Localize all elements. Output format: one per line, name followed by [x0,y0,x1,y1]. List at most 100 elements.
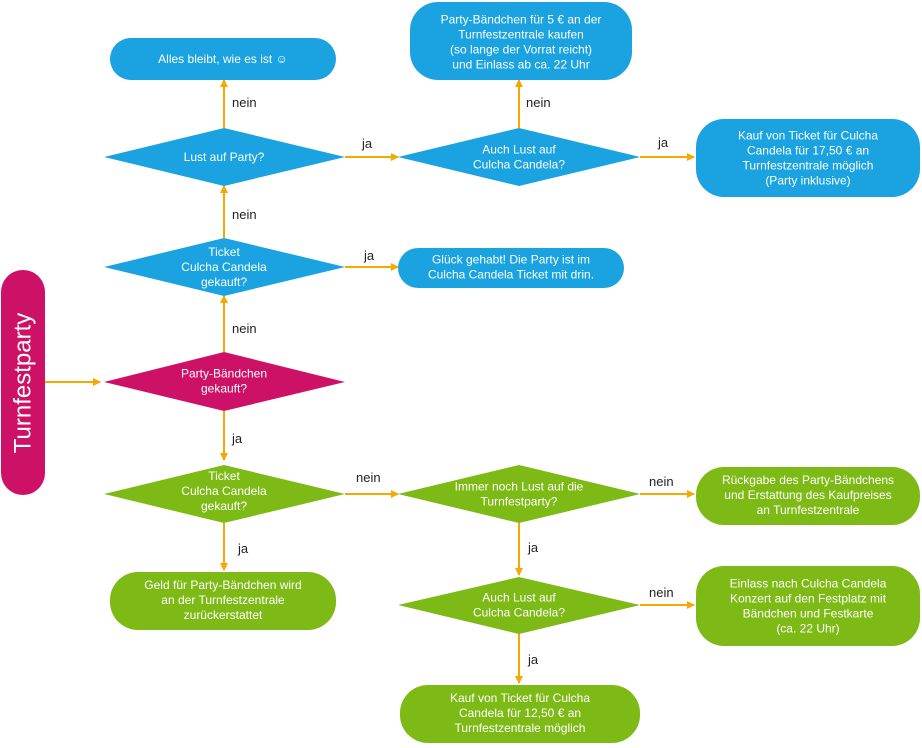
edge-label-ja: ja [527,540,539,555]
edge-labels: nein nein nein ja ja ja ja nein ja nein … [231,95,674,667]
entry-result-box [696,566,920,646]
label-line: (Party inklusive) [765,174,850,188]
edge-label-ja: ja [363,248,375,263]
edge-label-nein: nein [356,470,381,485]
still-diamond [398,465,640,523]
edge-label-nein: nein [649,585,674,600]
label-line: Lust auf Party? [184,150,265,164]
side-label: Turnfestparty [1,270,45,495]
label-line: Auch Lust auf [482,591,556,605]
connectors [45,79,695,684]
label-line: Candela für 17,50 € an [747,144,869,158]
return-result-box [696,467,920,525]
edge-label-ja: ja [237,541,249,556]
label-line: Geld für Party-Bändchen wird [144,578,301,592]
label-line: an Turnfestzentrale [757,503,860,517]
edge-label-nein: nein [232,207,257,222]
edge-label-nein: nein [232,95,257,110]
edge-label-ja: ja [231,431,243,446]
green-ticket-diamond [104,465,345,523]
party-decision: Lust auf Party? [104,128,345,186]
label-line: gekauft? [201,275,247,289]
party-decision-text: Lust auf Party? [184,150,265,164]
start-diamond [104,352,345,411]
edge-label-nein: nein [649,474,674,489]
label-line: (so lange der Vorrat reicht) [450,43,592,57]
label-line: Party-Bändchen [181,367,267,381]
label-line: Kauf von Ticket für Culcha [738,129,878,143]
nothing-result: Alles bleibt, wie es ist ☺ [110,38,336,80]
edge-label-ja: ja [657,135,669,150]
label-line: gekauft? [201,382,247,396]
label-line: Rückgabe des Party-Bändchens [722,473,894,487]
label-line: Culcha Candela Ticket mit drin. [428,268,594,282]
nothing-result-box [110,38,336,80]
label-line: Turnfestzentrale möglich [743,159,874,173]
label-line: Alles bleibt, wie es ist ☺ [158,52,288,66]
lucky-result-box [398,248,624,288]
side-label-text: Turnfestparty [10,313,37,454]
label-line: Turnfestzentrale kaufen [458,28,584,42]
blue-culcha-diamond [398,128,640,186]
edge-label-ja: ja [361,136,373,151]
label-line: Kauf von Ticket für Culcha [450,691,590,705]
label-line: Culcha Candela [181,484,267,498]
label-line: (ca. 22 Uhr) [776,622,839,636]
label-line: Culcha Candela? [473,158,565,172]
label-line: Turnfestzentrale möglich [455,721,586,735]
refund-result-box [110,572,336,630]
label-line: Culcha Candela? [473,606,565,620]
wristband-result-box [410,2,632,80]
label-line: Candela für 12,50 € an [459,706,581,720]
label-line: Ticket [208,245,240,259]
label-line: Culcha Candela [181,260,267,274]
label-line: gekauft? [201,499,247,513]
party-diamond [104,128,345,186]
nothing-result-text: Alles bleibt, wie es ist ☺ [158,52,288,66]
green-culcha-diamond [398,577,640,634]
edge-label-nein: nein [526,95,551,110]
label-line: Bändchen und Festkarte [743,607,874,621]
blue-ticket-diamond [104,238,345,296]
label-line: Turnfestparty? [481,495,558,509]
label-line: zurückerstattet [184,608,263,622]
label-line: Auch Lust auf [482,143,556,157]
label-line: und Erstattung des Kaufpreises [724,488,891,502]
label-line: Einlass nach Culcha Candela [730,577,887,591]
label-line: Immer noch Lust auf die [455,480,584,494]
ticket1250-result-box [400,685,640,743]
edge-label-nein: nein [232,321,257,336]
edge-label-ja: ja [527,652,539,667]
label-line: Konzert auf den Festplatz mit [730,592,887,606]
label-line: Ticket [208,469,240,483]
label-line: an der Turnfestzentrale [161,593,285,607]
label-line: Party-Bändchen für 5 € an der [441,13,602,27]
